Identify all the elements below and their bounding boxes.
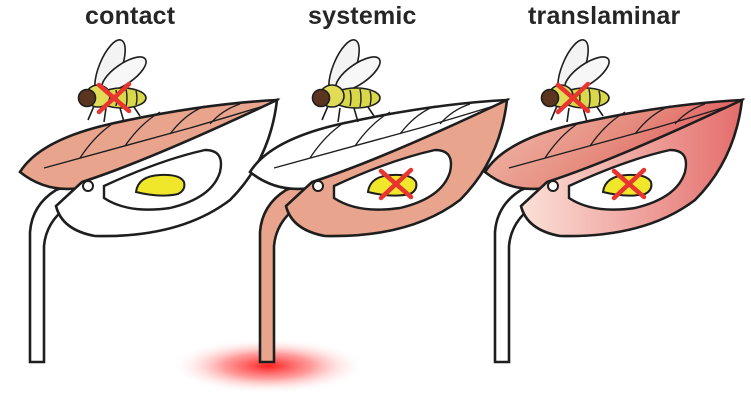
fly-icon xyxy=(542,36,615,122)
fly-icon xyxy=(313,36,386,122)
panel-contact xyxy=(20,36,277,362)
panel-translaminar xyxy=(485,36,742,362)
panel-systemic xyxy=(250,36,507,362)
fly-icon xyxy=(79,36,152,122)
